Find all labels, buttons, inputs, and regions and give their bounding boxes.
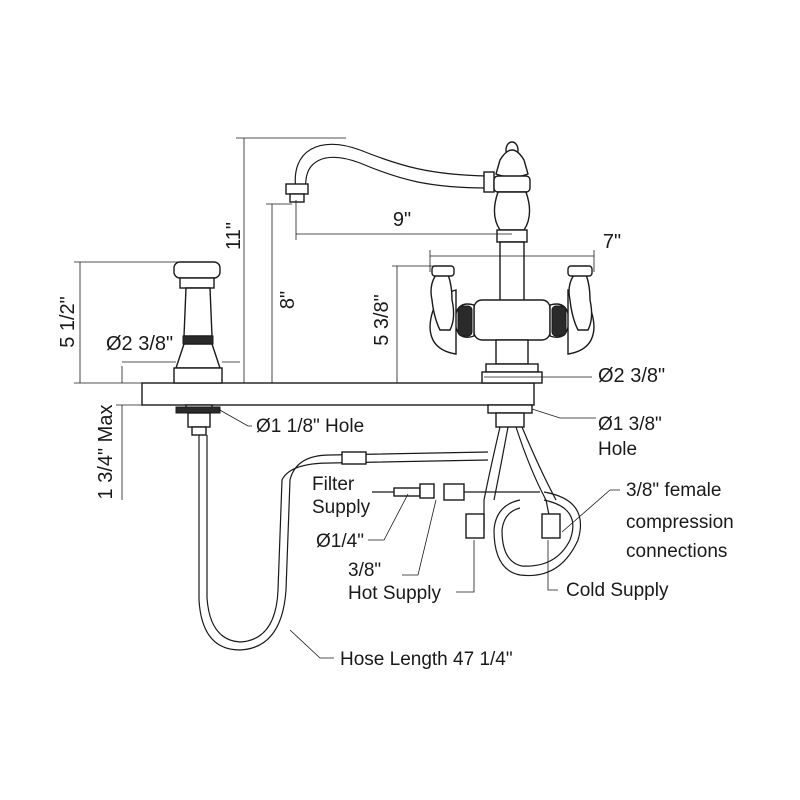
faucet-body xyxy=(285,141,595,428)
dimension-lines xyxy=(74,137,595,500)
dim-spout-reach: 9" xyxy=(393,209,411,231)
label-filter-supply-1: Filter xyxy=(312,474,355,495)
label-compression-2: compression xyxy=(626,512,734,533)
label-compression-3: connections xyxy=(626,541,727,562)
dim-faucet-base-diameter: Ø2 3/8" xyxy=(598,365,665,387)
label-sprayer-hole: Ø1 1/8" Hole xyxy=(256,416,364,437)
label-hot-supply-2: Hot Supply xyxy=(348,583,441,604)
dim-spout-height: 8" xyxy=(277,291,299,309)
dim-handle-spread: 7" xyxy=(603,231,621,253)
hoses xyxy=(198,426,582,651)
label-filter-supply-2: Supply xyxy=(312,497,371,518)
label-hot-supply-1: 3/8" xyxy=(348,560,381,581)
label-filter-diameter: Ø1/4" xyxy=(316,531,364,552)
dim-max-deck-thickness: 1 3/4" Max xyxy=(95,405,117,500)
leader-lines xyxy=(217,408,620,659)
label-faucet-hole-2: Hole xyxy=(598,439,637,460)
dim-total-height: 11" xyxy=(223,222,245,250)
label-cold-supply: Cold Supply xyxy=(566,580,669,601)
side-sprayer xyxy=(173,261,223,436)
label-faucet-hole-1: Ø1 3/8" xyxy=(598,414,662,435)
dim-handle-height: 5 3/8" xyxy=(371,294,393,346)
dim-sprayer-base-diameter: Ø2 3/8" xyxy=(106,333,173,355)
dimension-labels: 11" 8" 9" 7" 5 3/8" 5 1/2" Ø2 3/8" Ø2 3/… xyxy=(57,209,665,499)
countertop-deck xyxy=(141,382,535,406)
label-hose-length: Hose Length 47 1/4" xyxy=(340,649,513,670)
dim-sprayer-height: 5 1/2" xyxy=(57,296,79,348)
label-compression-1: 3/8" female xyxy=(626,480,721,501)
callout-labels: Ø1 1/8" Hole Ø1 3/8" Hole Filter Supply … xyxy=(256,414,734,670)
